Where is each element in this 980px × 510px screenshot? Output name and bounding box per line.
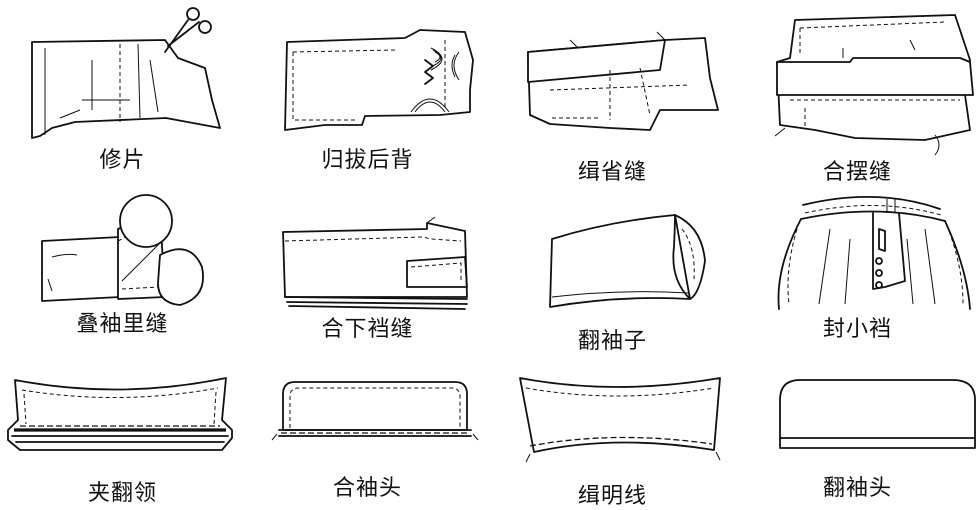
step-label: 合袖头 xyxy=(332,476,402,501)
topstitching-icon xyxy=(519,377,721,463)
step-label: 翻袖子 xyxy=(577,329,647,354)
step-inseam: 合下裆缝 xyxy=(245,169,490,342)
step-label: 夹翻领 xyxy=(87,481,157,506)
step-label: 合下裆缝 xyxy=(321,317,414,342)
side-seam-joining-icon xyxy=(774,14,974,156)
step-crotch-seal: 封小裆 xyxy=(735,169,980,342)
step-label: 封小裆 xyxy=(822,317,892,342)
sleeve-turning-icon xyxy=(549,214,706,308)
step-side-seam: 合摆缝 xyxy=(735,0,980,185)
step-label: 缉省缝 xyxy=(577,160,647,185)
sleeve-lining-seam-icon xyxy=(41,194,204,306)
step-topstitch: 缉明线 xyxy=(490,338,735,509)
step-collar-turn: 夹翻领 xyxy=(0,338,245,507)
step-back-shaping: 归拔后背 xyxy=(245,0,490,173)
step-label: 缉明线 xyxy=(577,484,647,509)
step-cuff-join: 合袖头 xyxy=(245,338,490,507)
step-label: 修片 xyxy=(99,148,146,173)
step-label: 叠袖里缝 xyxy=(76,312,169,337)
step-dart-seam: 缉省缝 xyxy=(490,0,735,185)
step-label: 归拔后背 xyxy=(321,148,414,173)
collar-turning-icon xyxy=(7,377,233,451)
step-label: 合摆缝 xyxy=(822,160,892,185)
back-panel-shaping-icon xyxy=(284,29,474,131)
cuff-joining-icon xyxy=(271,381,479,441)
step-label: 翻袖头 xyxy=(822,476,892,501)
trim-pattern-scissors-icon xyxy=(31,7,221,139)
dart-seam-stitching-icon xyxy=(527,31,719,131)
step-sleeve-turn: 翻袖子 xyxy=(490,169,735,354)
step-sleeve-lining: 叠袖里缝 xyxy=(0,169,245,338)
inseam-joining-icon xyxy=(282,216,468,310)
step-cuff-turn: 翻袖头 xyxy=(735,338,980,507)
step-trim-pattern: 修片 xyxy=(0,0,245,173)
cuff-turning-icon xyxy=(779,379,976,449)
crotch-sealing-icon xyxy=(777,196,971,310)
